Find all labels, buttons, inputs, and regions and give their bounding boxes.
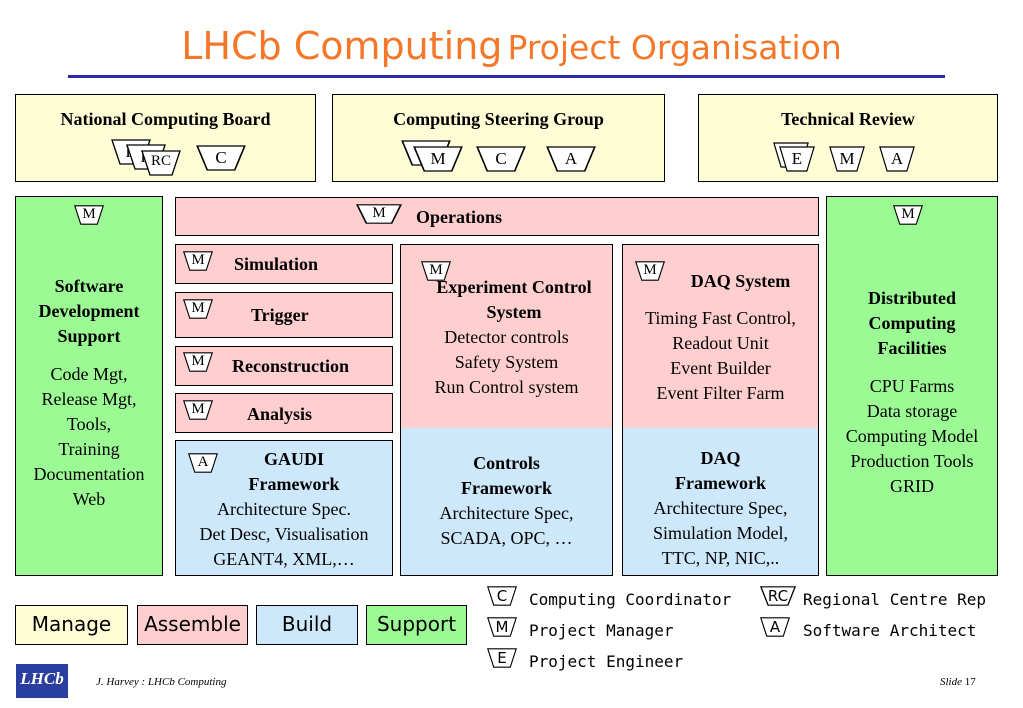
- sds-title: Software Development Support: [38, 276, 140, 346]
- sds-item: Code Mgt,: [50, 364, 128, 384]
- reconstruction-box: M Reconstruction: [175, 346, 393, 386]
- sds-item: Tools,: [66, 414, 112, 434]
- ecs-item: Detector controls: [444, 327, 569, 347]
- daq-title: DAQ System: [690, 271, 791, 291]
- ecs-item: Safety System: [454, 352, 559, 372]
- daq-fw-item: Simulation Model,: [653, 523, 788, 543]
- daq-section: M DAQ System Timing Fast Control, Readou…: [623, 245, 818, 428]
- legend-label-engineer: Project Engineer: [529, 652, 684, 671]
- dcf-title: Distributed Computing Facilities: [867, 288, 956, 358]
- ncb-tag-rc: RC: [141, 150, 181, 176]
- legend-label-coordinator: Computing Coordinator: [529, 590, 732, 609]
- daq-column: M DAQ System Timing Fast Control, Readou…: [622, 244, 819, 576]
- ecs-title: Experiment Control System: [436, 277, 592, 322]
- csg-tag-a: A: [546, 146, 596, 172]
- ecs-item: Run Control system: [434, 377, 579, 397]
- reconstruction-tag-m: M: [183, 352, 213, 372]
- footer-slide: Slide 17: [940, 676, 976, 688]
- dcf-item: GRID: [890, 476, 934, 496]
- tr-tag-a: A: [879, 146, 915, 172]
- legend-build: Build: [256, 605, 358, 645]
- daq-fw-item: TTC, NP, NIC,..: [661, 548, 780, 568]
- sds-item: Release Mgt,: [41, 389, 137, 409]
- dcf-item: Data storage: [866, 401, 958, 421]
- dcf-item: CPU Farms: [869, 376, 955, 396]
- analysis-tag-m: M: [183, 400, 213, 420]
- legend-label-regional: Regional Centre Rep: [803, 590, 987, 609]
- daq-item: Event Filter Farm: [656, 383, 785, 403]
- analysis-box: M Analysis: [175, 393, 393, 433]
- csg-title: Computing Steering Group: [393, 109, 604, 129]
- trigger-tag-m: M: [183, 299, 213, 319]
- ncb-title: National Computing Board: [60, 109, 271, 129]
- ncb-tag-c: C: [196, 145, 246, 171]
- lhcb-logo: LHCb: [16, 664, 68, 698]
- technical-review-box: Technical Review E M A: [698, 94, 998, 182]
- sds-tag-m: M: [74, 205, 104, 225]
- ecs-column: M Experiment Control System Detector con…: [400, 244, 613, 576]
- sds-item: Training: [58, 439, 120, 459]
- reconstruction-label: Reconstruction: [232, 356, 349, 376]
- legend-tag-c: C: [487, 586, 517, 606]
- title-underline: [68, 75, 945, 78]
- distributed-computing-facilities-panel: M Distributed Computing Facilities CPU F…: [826, 196, 998, 576]
- tr-tag-e: E: [779, 146, 815, 172]
- operations-title: Operations: [416, 207, 503, 227]
- dcf-item: Computing Model: [845, 426, 979, 446]
- legend-tag-rc: RC: [760, 586, 796, 606]
- gaudi-item: Architecture Spec.: [217, 499, 351, 519]
- csg-tag-c: C: [476, 146, 526, 172]
- controls-framework-section: Controls Framework Architecture Spec, SC…: [401, 428, 612, 575]
- trigger-label: Trigger: [251, 305, 309, 325]
- simulation-label: Simulation: [234, 254, 319, 274]
- daq-item: Readout Unit: [672, 333, 769, 353]
- national-computing-board-box: National Computing Board R R RC C: [15, 94, 316, 182]
- legend-manage: Manage: [15, 605, 128, 645]
- controls-fw-item: SCADA, OPC, …: [440, 528, 573, 548]
- simulation-box: M Simulation: [175, 244, 393, 284]
- daq-tag-m: M: [635, 261, 665, 281]
- title-part2: Project Organisation: [507, 28, 842, 67]
- gaudi-framework-box: A GAUDI Framework Architecture Spec. Det…: [175, 440, 393, 576]
- gaudi-title: GAUDI Framework: [248, 449, 340, 494]
- sds-item: Documentation: [33, 464, 145, 484]
- legend-label-manager: Project Manager: [529, 621, 674, 640]
- analysis-label: Analysis: [247, 404, 313, 424]
- daq-fw-item: Architecture Spec,: [653, 498, 788, 518]
- operations-tag-m: M: [356, 204, 402, 224]
- legend-support: Support: [366, 605, 467, 645]
- footer-author: J. Harvey : LHCb Computing: [96, 676, 227, 688]
- tr-title: Technical Review: [781, 109, 915, 129]
- software-development-support-panel: M Software Development Support Code Mgt,…: [15, 196, 163, 576]
- legend-tag-m: M: [487, 617, 517, 637]
- daq-fw-title: DAQ Framework: [675, 448, 766, 493]
- gaudi-item: GEANT4, XML,…: [213, 549, 355, 569]
- dcf-tag-m: M: [893, 205, 923, 225]
- daq-framework-section: DAQ Framework Architecture Spec, Simulat…: [623, 428, 818, 575]
- page-title: LHCb Computing Project Organisation: [0, 24, 1023, 68]
- sds-item: Web: [72, 489, 106, 509]
- daq-item: Timing Fast Control,: [645, 308, 796, 328]
- gaudi-item: Det Desc, Visualisation: [199, 524, 369, 544]
- footer-slide-number: 17: [964, 676, 976, 688]
- computing-steering-group-box: Computing Steering Group M C A: [332, 94, 665, 182]
- ecs-tag-m: M: [421, 261, 451, 281]
- daq-item: Event Builder: [670, 358, 771, 378]
- gaudi-tag-a: A: [188, 453, 218, 473]
- controls-fw-title: Controls Framework: [461, 453, 552, 498]
- title-part1: LHCb Computing: [181, 24, 503, 68]
- controls-fw-item: Architecture Spec,: [439, 503, 574, 523]
- trigger-box: M Trigger: [175, 292, 393, 338]
- dcf-item: Production Tools: [850, 451, 974, 471]
- footer-slide-label: Slide: [940, 676, 962, 688]
- legend-label-architect: Software Architect: [803, 621, 977, 640]
- legend-tag-e: E: [487, 648, 517, 668]
- operations-box: M Operations: [175, 197, 819, 236]
- ecs-section: M Experiment Control System Detector con…: [401, 245, 612, 428]
- simulation-tag-m: M: [183, 251, 213, 271]
- legend-assemble: Assemble: [137, 605, 248, 645]
- legend-tag-a: A: [760, 617, 790, 637]
- csg-tag-m: M: [413, 146, 463, 172]
- tr-tag-m: M: [829, 146, 865, 172]
